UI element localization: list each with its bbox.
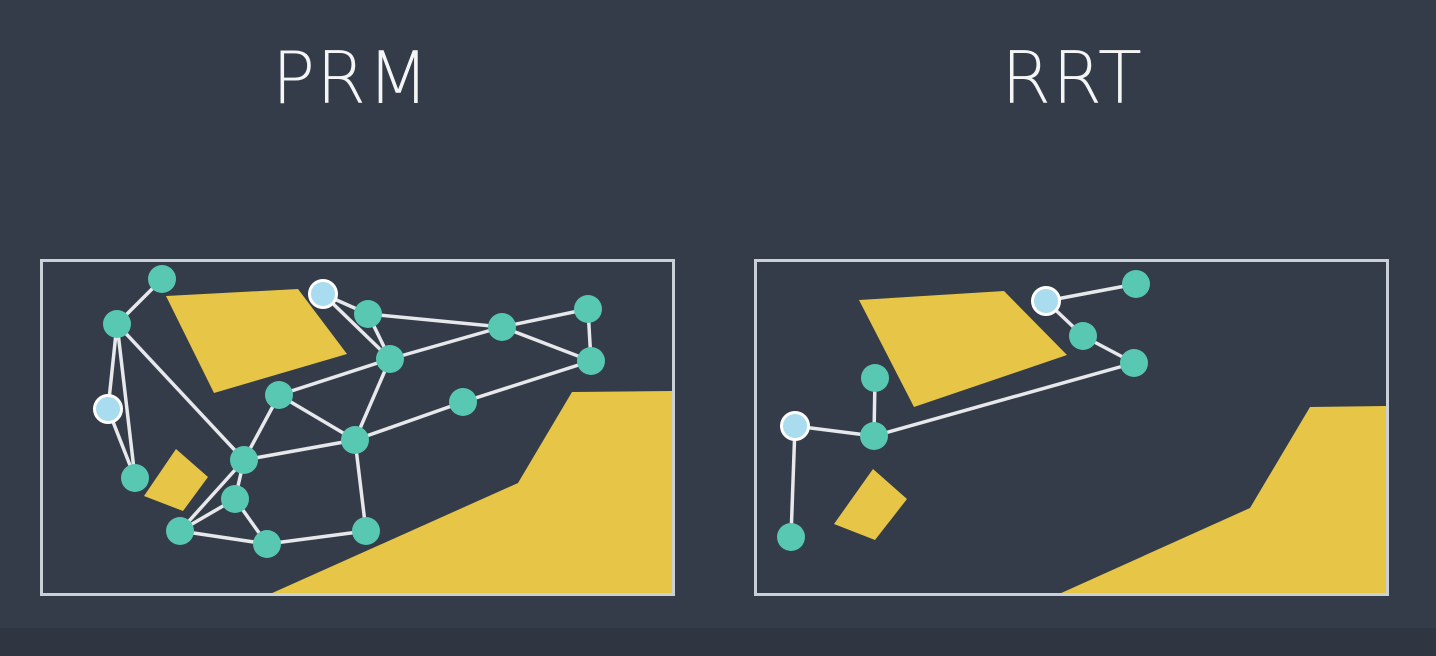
prm-edge: [115, 322, 137, 480]
rrt-node: [777, 523, 805, 551]
prm-node: [121, 464, 149, 492]
prm-obstacles: [144, 289, 672, 594]
prm-edge: [500, 307, 590, 329]
rrt-title: RRT: [1001, 36, 1143, 120]
prm-node: [230, 446, 258, 474]
prm-node: [103, 310, 131, 338]
prm-edge: [265, 529, 368, 546]
prm-node: [265, 381, 293, 409]
prm-node: [376, 345, 404, 373]
prm-edge: [388, 325, 504, 361]
prm-panel: [40, 259, 675, 596]
rrt-node: [1120, 349, 1148, 377]
rrt-node: [861, 364, 889, 392]
rrt-node: [1069, 322, 1097, 350]
prm-node: [488, 313, 516, 341]
prm-edge: [115, 322, 246, 462]
rrt-node: [860, 422, 888, 450]
prm-node: [577, 347, 605, 375]
prm-edge: [366, 312, 504, 329]
prm-obstacle-top-quad: [166, 289, 347, 393]
prm-endpoint-node: [308, 279, 338, 309]
rrt-endpoint-node: [780, 411, 810, 441]
rrt-obstacle-top-quad: [859, 291, 1067, 407]
prm-edge: [353, 400, 465, 442]
rrt-obstacles: [834, 291, 1386, 594]
prm-edge: [353, 438, 368, 533]
rrt-edge: [872, 361, 1136, 438]
prm-node: [221, 485, 249, 513]
prm-obstacle-large-region: [270, 391, 672, 594]
prm-edge: [500, 325, 593, 363]
prm-node: [148, 265, 176, 293]
prm-node: [341, 426, 369, 454]
prm-frame: [40, 259, 675, 596]
prm-edge: [277, 393, 357, 442]
prm-edge: [242, 438, 357, 462]
prm-node: [166, 517, 194, 545]
rrt-node: [1122, 270, 1150, 298]
prm-nodes: [93, 265, 605, 558]
prm-obstacle-small-quad: [144, 449, 208, 511]
prm-endpoint-node: [93, 394, 123, 424]
rrt-edge: [789, 424, 797, 539]
prm-edge: [178, 529, 269, 546]
prm-title: PRM: [271, 36, 431, 120]
rrt-nodes: [777, 270, 1150, 551]
bottom-band: [0, 628, 1436, 656]
rrt-endpoint-node: [1031, 286, 1061, 316]
rrt-frame: [754, 259, 1389, 596]
prm-node: [574, 295, 602, 323]
prm-node: [354, 300, 382, 328]
rrt-diagram: [754, 259, 1389, 596]
prm-edge: [277, 357, 392, 397]
prm-edge: [321, 292, 392, 361]
prm-node: [449, 388, 477, 416]
prm-edge: [353, 357, 392, 442]
rrt-obstacle-large-region: [1059, 406, 1386, 594]
prm-diagram: [40, 259, 675, 596]
rrt-panel: [754, 259, 1389, 596]
prm-node: [352, 517, 380, 545]
prm-node: [253, 530, 281, 558]
prm-edge: [178, 458, 246, 533]
rrt-obstacle-small-quad: [834, 469, 907, 540]
prm-edge: [461, 359, 593, 404]
rrt-edge: [1044, 282, 1138, 303]
